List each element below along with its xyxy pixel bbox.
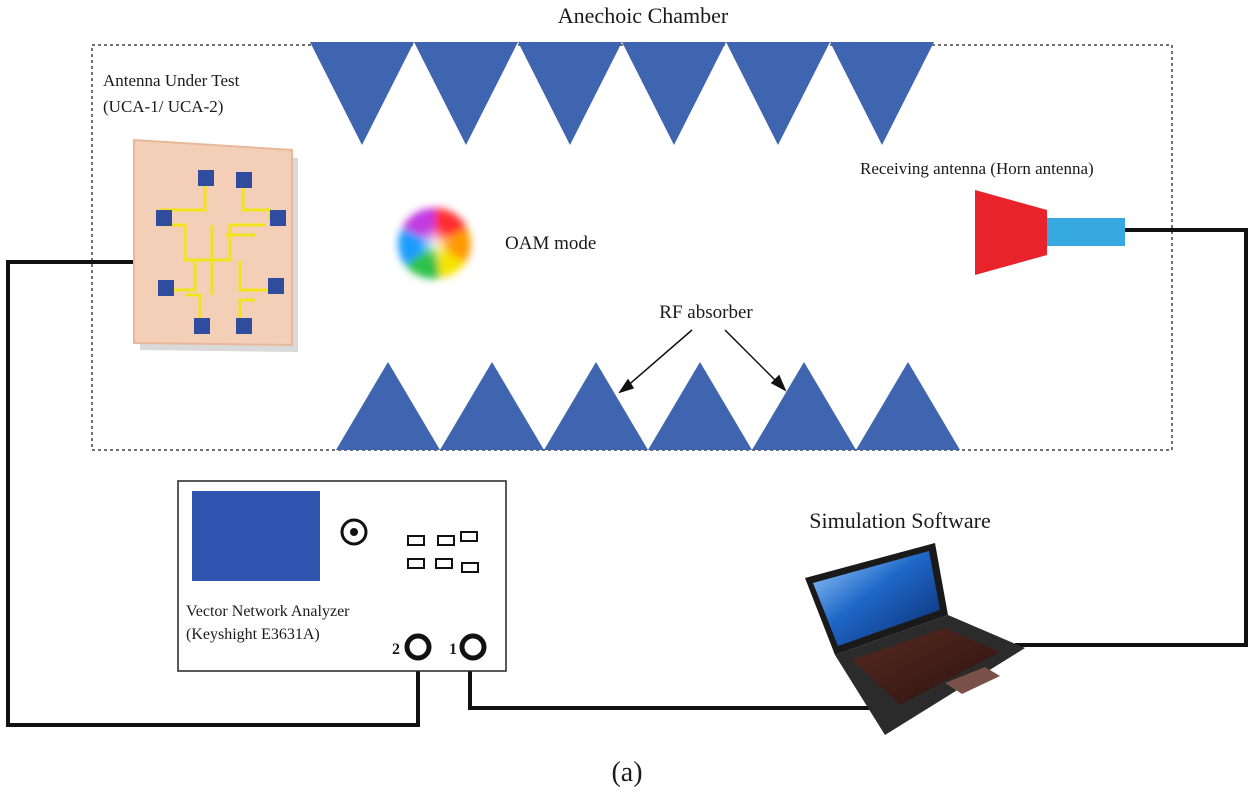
aut-label-line1: Antenna Under Test [103,71,240,90]
bottom-absorber-wedge [856,362,960,450]
laptop-touchpad [945,667,1000,694]
diagram-title: Anechoic Chamber [558,3,729,28]
feed-network [158,180,272,325]
bottom-absorbers [336,362,960,450]
oam-mode-label: OAM mode [505,233,596,254]
vna-screen [192,491,320,581]
vna-keypad [407,531,479,573]
vna-port-2 [404,633,432,661]
vna-knob [340,518,368,546]
cable-horn-to-laptop [1015,228,1248,647]
laptop-screen [813,551,940,646]
patch-elements [156,170,286,334]
vna-label-line1: Vector Network Analyzer [186,603,350,620]
cable-vna-to-laptop [468,660,882,710]
vna-port-1 [459,633,487,661]
top-absorber-wedge [518,42,622,145]
oam-mode-icon [398,207,471,279]
top-absorber-wedge [414,42,518,145]
laptop-keyboard [852,628,1000,705]
software-label: Simulation Software [809,508,990,533]
horn-waveguide [1047,218,1125,246]
vna-label-line2: (Keyshight E3631A) [186,626,320,643]
aut-label-line2: (UCA-1/ UCA-2) [103,97,223,116]
vector-network-analyzer [177,480,507,672]
cable-aut-to-vna [6,260,420,727]
rf-absorber-arrows [618,329,787,394]
receiving-antenna-label: Receiving antenna (Horn antenna) [860,159,1094,178]
top-absorbers [310,42,934,145]
bottom-absorber-wedge [752,362,856,450]
top-absorber-wedge [830,42,934,145]
bottom-absorber-wedge [336,362,440,450]
horn-antenna [975,190,1125,275]
uca-antenna [133,138,298,352]
vna-port-1-label: 1 [449,641,457,658]
bottom-absorber-wedge [440,362,544,450]
horn-flare [975,190,1047,275]
bottom-absorber-wedge [544,362,648,450]
top-absorber-wedge [622,42,726,145]
top-absorber-wedge [726,42,830,145]
figure-caption: (a) [611,757,642,788]
vna-port-2-label: 2 [392,641,400,658]
laptop-icon [805,543,1025,735]
rf-absorber-label: RF absorber [659,302,753,323]
bottom-absorber-wedge [648,362,752,450]
top-absorber-wedge [310,42,414,145]
